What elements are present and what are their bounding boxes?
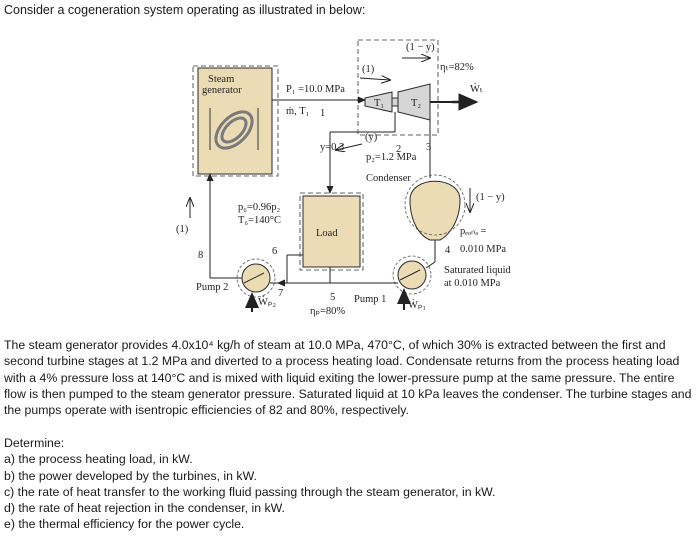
extraction-line (326, 112, 396, 194)
boiler-coil (214, 110, 254, 150)
condenser-label: Condenser (366, 173, 411, 184)
steam-generator-label: Steam (208, 74, 234, 85)
state-7-label: 7 (278, 288, 283, 299)
pump-1 (392, 255, 432, 295)
turbine-2-label: T₂ (411, 98, 421, 109)
p2-label: p₂=1.2 MPa (366, 152, 417, 163)
state-1-paren-label: (1) (362, 64, 375, 75)
intro-text: Consider a cogeneration system operating… (4, 3, 366, 17)
y-paren-label: (y) (365, 132, 378, 143)
state-2-label: 2 (396, 144, 401, 155)
t6-label: T₆=140°C (238, 215, 281, 226)
p1-label: P₁ =10.0 MPa (286, 84, 345, 95)
pump-2-work-label: Ẇₚ₂ (258, 296, 276, 308)
control-boundaries (192, 39, 439, 271)
mdot-t1-label: ṁ, T₁ (286, 106, 309, 117)
p-cond-value: 0.010 MPa (460, 244, 506, 255)
determine-heading: Determine: (4, 436, 65, 450)
load-label: Load (316, 228, 338, 239)
turbine-efficiency-label: ηₜ=82% (440, 62, 474, 73)
determine-item-b: b) the power developed by the turbines, … (4, 468, 257, 483)
one-minus-y-right-label: (1 − y) (476, 192, 505, 203)
saturated-liquid-label: Saturated liquid (444, 265, 512, 276)
one-minus-y-top-label: (1 − y) (406, 42, 435, 53)
state-4-label: 4 (445, 245, 451, 256)
determine-item-e: e) the thermal efficiency for the power … (4, 517, 245, 532)
pump-2-label: Pump 2 (196, 282, 228, 293)
determine-item-d: d) the rate of heat rejection in the con… (4, 501, 285, 516)
one-left-label: (1) (176, 224, 189, 235)
saturated-liquid-label-2: at 0.010 MPa (444, 278, 501, 289)
determine-item-a: a) the process heating load, in kW. (4, 452, 193, 467)
state-3-label: 3 (426, 142, 431, 153)
process-load (302, 195, 361, 268)
state-8-label: 8 (198, 250, 203, 261)
problem-paragraph: The steam generator provides 4.0x10⁴ kg/… (4, 338, 692, 418)
load-return-line (286, 254, 303, 270)
turbine-work-label: Ẇₜ (470, 83, 483, 95)
y-fraction-label: y=0.3 (320, 142, 344, 153)
return-line (277, 267, 398, 287)
steam-generator (197, 67, 273, 175)
determine-section: Determine: a) the process heating load, … (4, 435, 495, 533)
condenser (404, 174, 466, 241)
turbine-1-label: T₁ (374, 98, 384, 109)
p-cond-label: pₑₒₙₔ = (460, 226, 486, 237)
state-6-label: 6 (272, 246, 277, 257)
state-1-label: 1 (320, 108, 325, 119)
pump-1-label: Pump 1 (354, 294, 386, 305)
cogeneration-diagram: Steam generator P₁ =10.0 MPa ṁ, T₁ 1 (1)… (176, 39, 512, 317)
pump-efficiency-label: ηₚ=80% (310, 306, 345, 317)
state-5-label: 5 (330, 292, 335, 303)
steam-generator-label-2: generator (202, 85, 242, 96)
determine-item-c: c) the rate of heat transfer to the work… (4, 484, 496, 499)
p6-label: p₆=0.96p₂ (238, 202, 280, 213)
feedwater-line (206, 173, 242, 279)
pump-1-work-label: Ẇₚ₁ (408, 299, 426, 311)
pump-2 (236, 258, 276, 298)
